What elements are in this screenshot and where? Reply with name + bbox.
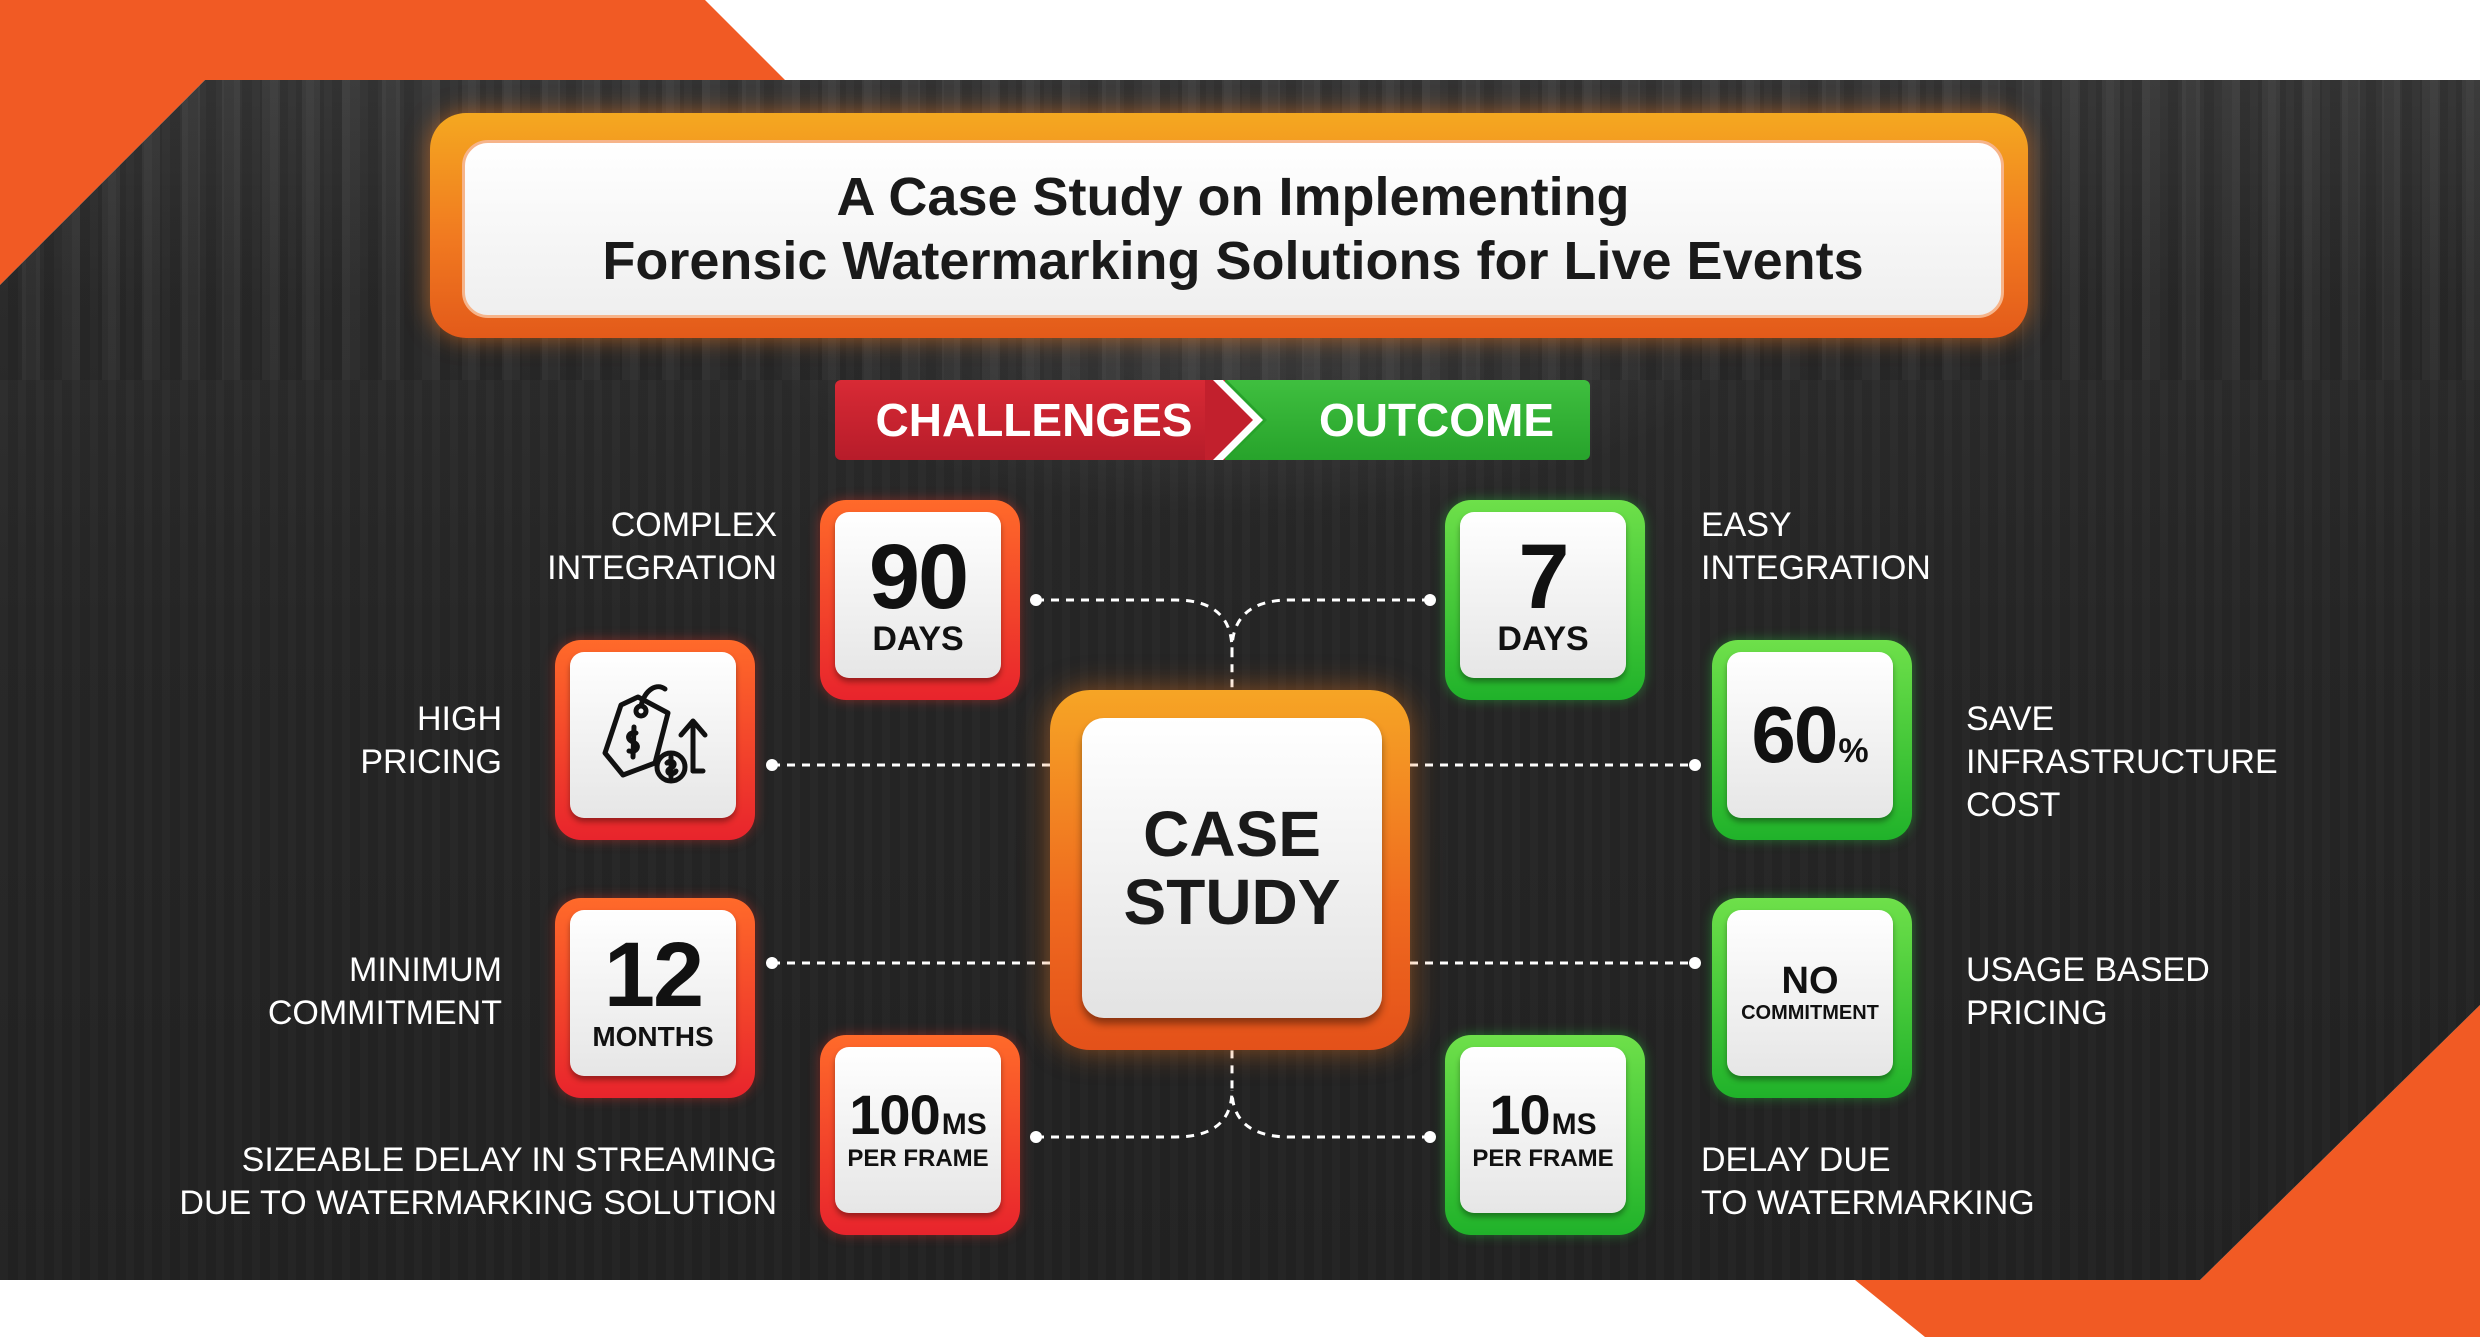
outcome-label-integration: EASY INTEGRATION — [1701, 506, 1931, 587]
outcome-integration-unit: DAYS — [1497, 620, 1589, 658]
challenge-label-delay: SIZEABLE DELAY IN STREAMING DUE TO WATER… — [179, 1141, 777, 1222]
challenge-integration-unit: DAYS — [872, 620, 964, 658]
price-tag-increase-icon — [602, 684, 708, 784]
outcome-delay-value: 10 — [1489, 1083, 1550, 1146]
outcome-pricing-value: NO — [1781, 960, 1839, 1002]
outcome-integration-value: 7 — [1518, 526, 1569, 628]
challenge-commitment-value: 12 — [603, 924, 704, 1026]
challenge-tile-commitment: 12 MONTHS — [555, 898, 755, 1098]
challenge-delay-unit: MS — [941, 1108, 987, 1141]
outcome-label-delay: DELAY DUE TO WATERMARKING — [1701, 1141, 2035, 1222]
title-line-1: A Case Study on Implementing — [836, 167, 1630, 227]
outcome-label-pricing: USAGE BASED PRICING — [1966, 951, 2210, 1032]
challenge-label-integration: COMPLEX INTEGRATION — [547, 506, 777, 587]
outcome-tile-integration: 7 DAYS — [1445, 500, 1645, 700]
outcome-delay-unit: MS — [1551, 1108, 1597, 1141]
ribbon-arrow-icon — [1205, 380, 1267, 460]
challenges-heading: CHALLENGES — [875, 394, 1193, 446]
challenge-label-pricing: HIGH PRICING — [360, 700, 502, 781]
outcome-cost-value: 60 — [1751, 690, 1838, 779]
outcome-banner: OUTCOME — [1225, 380, 1590, 460]
challenge-tile-delay: 100 MS PER FRAME — [820, 1035, 1020, 1235]
challenge-integration-value: 90 — [868, 526, 969, 628]
title-box: A Case Study on Implementing Forensic Wa… — [462, 140, 2004, 318]
title-line-2: Forensic Watermarking Solutions for Live… — [602, 231, 1864, 291]
outcome-delay-sub: PER FRAME — [1472, 1145, 1614, 1172]
outcome-pricing-unit: COMMITMENT — [1741, 1002, 1879, 1024]
case-study-line-2: STUDY — [1123, 866, 1341, 938]
challenge-tile-pricing — [555, 640, 755, 840]
challenge-tile-integration: 90 DAYS — [820, 500, 1020, 700]
case-study-line-1: CASE — [1143, 798, 1321, 870]
outcome-tile-delay: 10 MS PER FRAME — [1445, 1035, 1645, 1235]
outcome-cost-unit: % — [1838, 732, 1869, 770]
outcome-tile-cost: 60 % — [1712, 640, 1912, 840]
challenge-delay-sub: PER FRAME — [847, 1145, 989, 1172]
challenge-label-commitment: MINIMUM COMMITMENT — [267, 951, 502, 1032]
outcome-heading: OUTCOME — [1318, 394, 1555, 446]
outcome-tile-pricing: NO COMMITMENT — [1712, 898, 1912, 1098]
challenges-banner: CHALLENGES — [835, 380, 1265, 460]
challenge-commitment-unit: MONTHS — [592, 1021, 714, 1052]
case-study-box: CASE STUDY — [1082, 718, 1382, 1018]
challenge-delay-value: 100 — [849, 1083, 940, 1146]
outcome-label-cost: SAVE INFRASTRUCTURE COST — [1966, 700, 2278, 824]
